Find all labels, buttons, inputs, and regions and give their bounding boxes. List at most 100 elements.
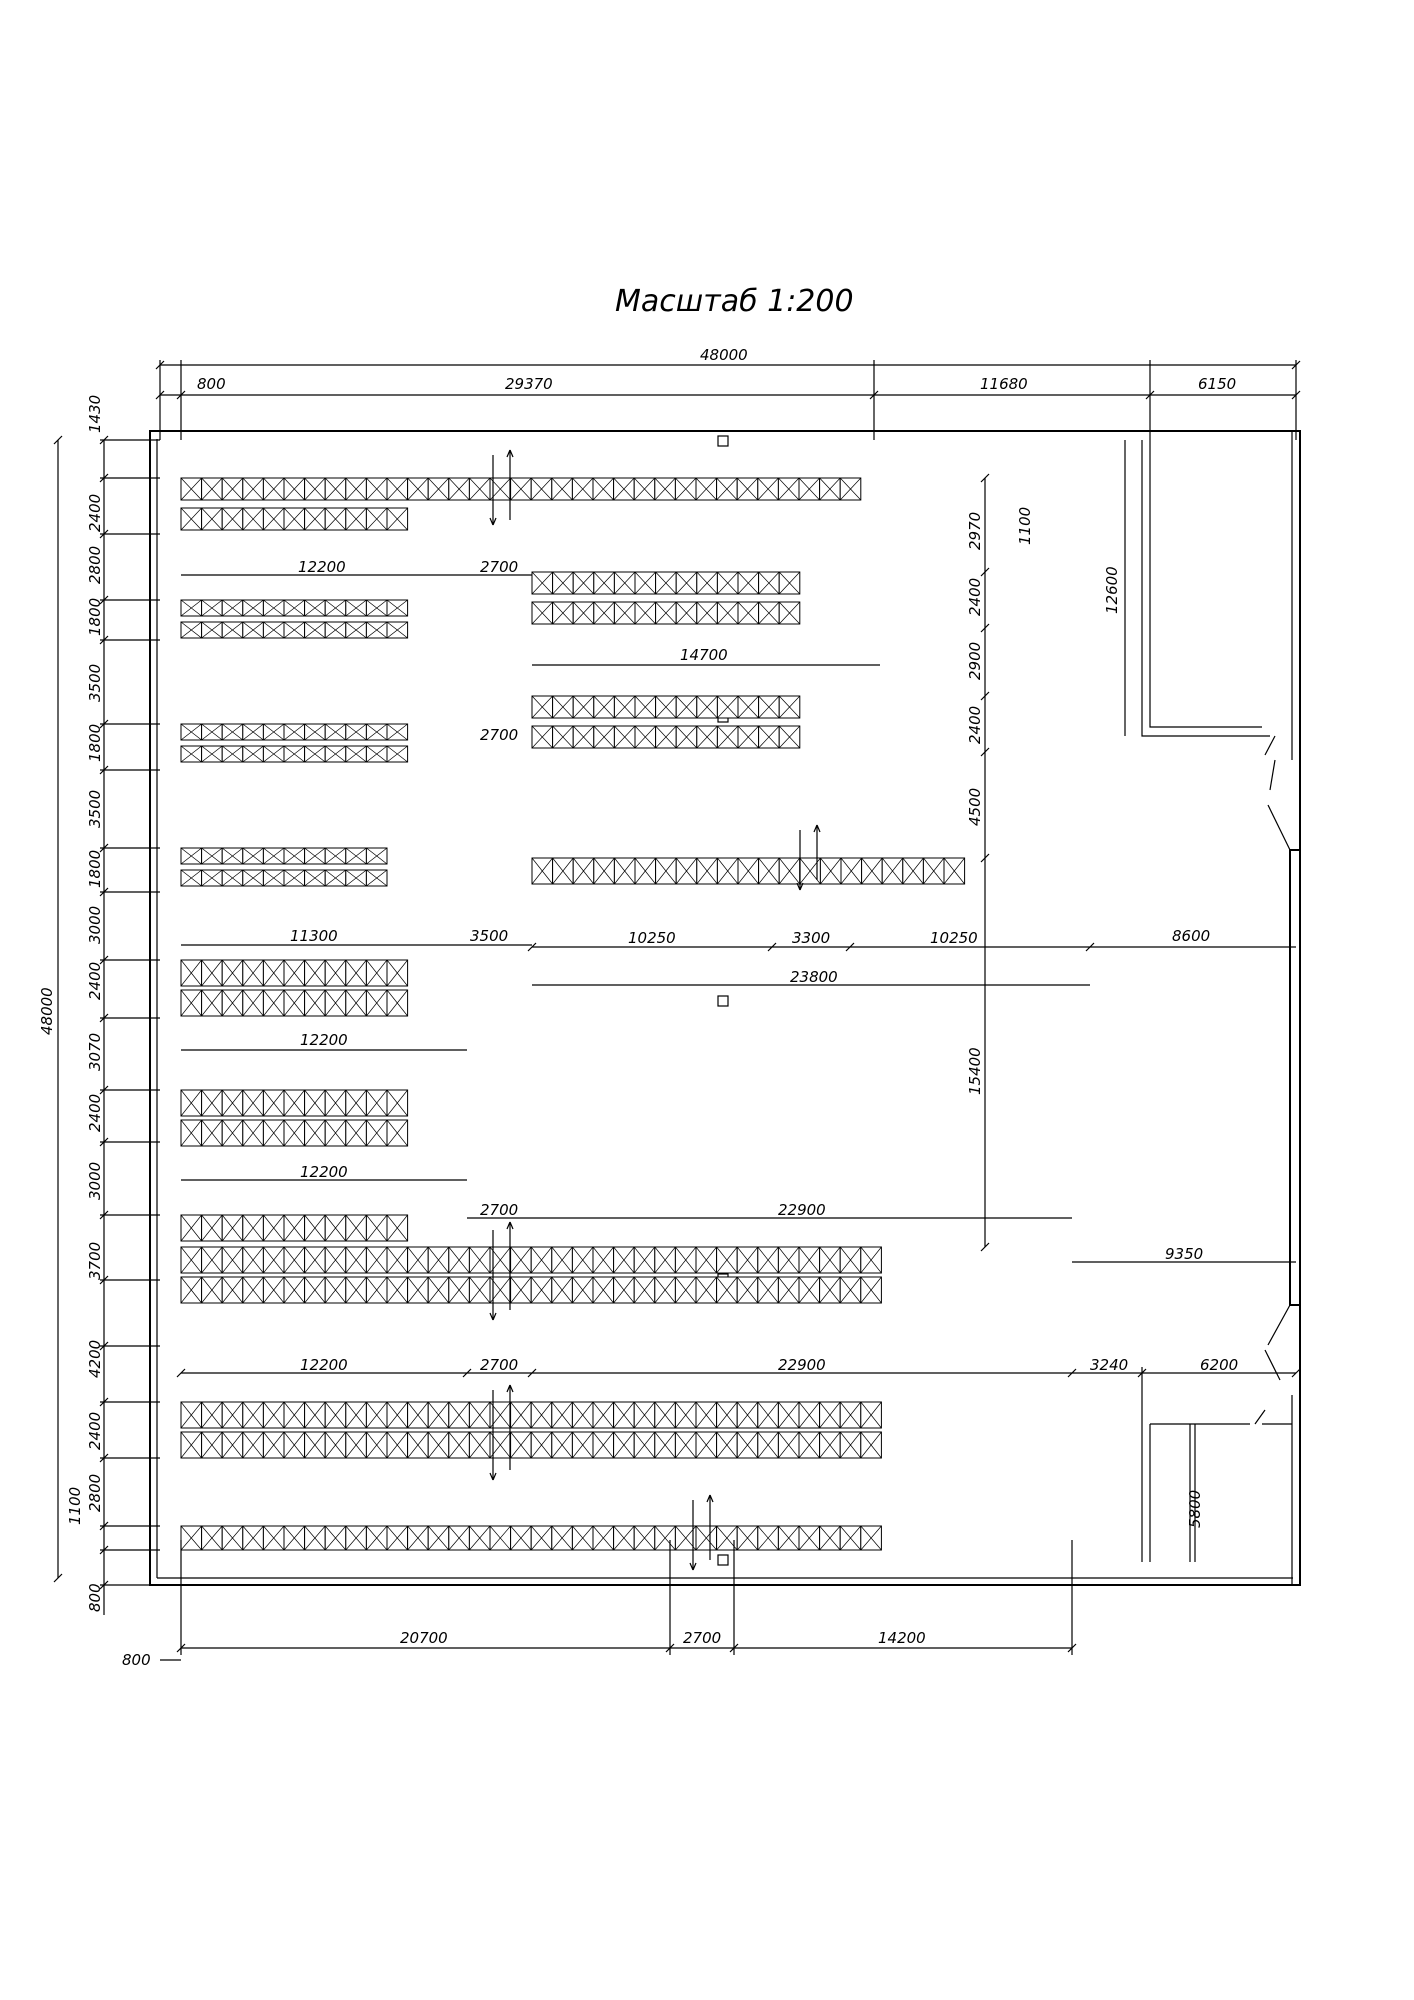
pallet-cell: [283, 869, 306, 887]
dim-overall-width: 48000: [700, 346, 748, 364]
pallet-cell: [262, 959, 285, 987]
pallet-cell: [304, 599, 326, 617]
dim-left-3500-a: 3500: [86, 664, 104, 702]
pallet-cell: [777, 1276, 800, 1304]
pallet-cell: [345, 507, 367, 531]
pallet-cell: [386, 1214, 409, 1242]
pallet-cell: [696, 725, 718, 749]
pallet-cell: [634, 695, 657, 719]
pallet-cell: [716, 1246, 738, 1274]
office-bottom-right: [1141, 1349, 1301, 1585]
pallet-cell: [262, 723, 285, 741]
pallet-cell: [758, 571, 780, 595]
pallet-cell: [221, 1246, 244, 1274]
dim-run-22900-b: 22900: [778, 1356, 826, 1374]
dim-office-depth-bottom: 5800: [1186, 1490, 1204, 1528]
pallet-cell: [201, 1276, 223, 1304]
pallet-cell: [736, 1276, 759, 1304]
dim-right-aisle-2: 4500: [966, 788, 984, 826]
pallet-cell: [593, 695, 615, 719]
pallet-cell: [468, 1276, 491, 1304]
pallet-cell: [365, 1089, 388, 1117]
pallet-cell: [716, 695, 739, 719]
pallet-cell: [365, 477, 388, 501]
pallet-cell: [613, 1401, 635, 1429]
pallet-cell: [345, 1246, 367, 1274]
pallet-cell: [262, 507, 285, 531]
pallet-cell: [695, 1276, 718, 1304]
dim-left-2400-d: 2400: [86, 1412, 104, 1450]
pallet-cell: [365, 1246, 388, 1274]
pallet-cell: [386, 1431, 409, 1459]
dim-aisle-2700-d: 2700: [480, 1356, 518, 1374]
pallet-cell: [262, 599, 285, 617]
pallet-cell: [572, 571, 595, 595]
pallet-cell: [860, 1246, 882, 1274]
pallet-cell: [571, 1246, 594, 1274]
dim-left-800: 800: [86, 1583, 104, 1612]
pallet-cell: [777, 1246, 800, 1274]
pallet-cell: [592, 1525, 615, 1551]
dim-mid-total: 23800: [790, 968, 838, 986]
rack-row: [180, 477, 862, 501]
pallet-cell: [304, 507, 326, 531]
pallet-cell: [551, 1246, 573, 1274]
dim-row6-len: 12200: [300, 1163, 348, 1181]
pallet-cell: [386, 1089, 409, 1117]
pallet-cell: [696, 601, 718, 625]
pallet-cell: [674, 1246, 697, 1274]
pallet-cell: [304, 745, 326, 763]
pallet-cell: [324, 869, 347, 887]
dim-right-rack-depth-2: 2400: [966, 706, 984, 744]
pallet-cell: [777, 1431, 800, 1459]
rack-row: [180, 869, 388, 887]
dim-left-3700: 3700: [86, 1242, 104, 1280]
dim-left-2400-a: 2400: [86, 494, 104, 532]
pallet-cell: [757, 1525, 779, 1551]
rack-row: [180, 507, 409, 531]
pallet-cell: [860, 1401, 882, 1429]
pallet-cell: [654, 1525, 676, 1551]
pallet-cell: [551, 1431, 573, 1459]
pallet-cell: [386, 621, 409, 639]
rack-row: [180, 1089, 409, 1117]
rack-row: [531, 857, 966, 885]
pallet-cell: [777, 1401, 800, 1429]
pallet-cell: [736, 477, 759, 501]
pallet-cell: [778, 571, 801, 595]
pallet-cell: [201, 847, 223, 865]
right-wall-doors: [1267, 804, 1301, 1346]
pallet-cell: [180, 1246, 203, 1274]
pallet-cell: [304, 959, 326, 987]
dim-aisle-2700-b: 2700: [480, 726, 518, 744]
pallet-cell: [468, 1401, 491, 1429]
pallet-cell: [674, 1431, 697, 1459]
pallet-cell: [262, 1119, 285, 1147]
pallet-cell: [283, 1119, 306, 1147]
rack-row: [180, 621, 409, 639]
pallet-cell: [489, 1246, 512, 1274]
pallet-cell: [592, 1276, 615, 1304]
pallet-cell: [242, 847, 264, 865]
pallet-cell: [386, 723, 409, 741]
pallet-cell: [180, 507, 203, 531]
pallet-cell: [201, 989, 223, 1017]
pallet-cell: [819, 1401, 841, 1429]
pallet-cell: [798, 477, 821, 501]
pallet-cell: [242, 723, 264, 741]
dim-left-2800-a: 2800: [86, 546, 104, 584]
pallet-cell: [716, 477, 738, 501]
pallet-cell: [304, 1525, 326, 1551]
pallet-cell: [530, 1525, 553, 1551]
rack-row: [180, 1214, 409, 1242]
pallet-cell: [530, 1431, 553, 1459]
pallet-cell: [304, 869, 326, 887]
pallet-cell: [262, 989, 285, 1017]
pallet-cell: [736, 1431, 759, 1459]
pallet-cell: [839, 1431, 862, 1459]
pallet-cell: [365, 1119, 388, 1147]
dim-run-22900-a: 22900: [778, 1201, 826, 1219]
pallet-cell: [695, 1246, 718, 1274]
pallet-cell: [654, 1246, 676, 1274]
pallet-cell: [201, 1246, 223, 1274]
